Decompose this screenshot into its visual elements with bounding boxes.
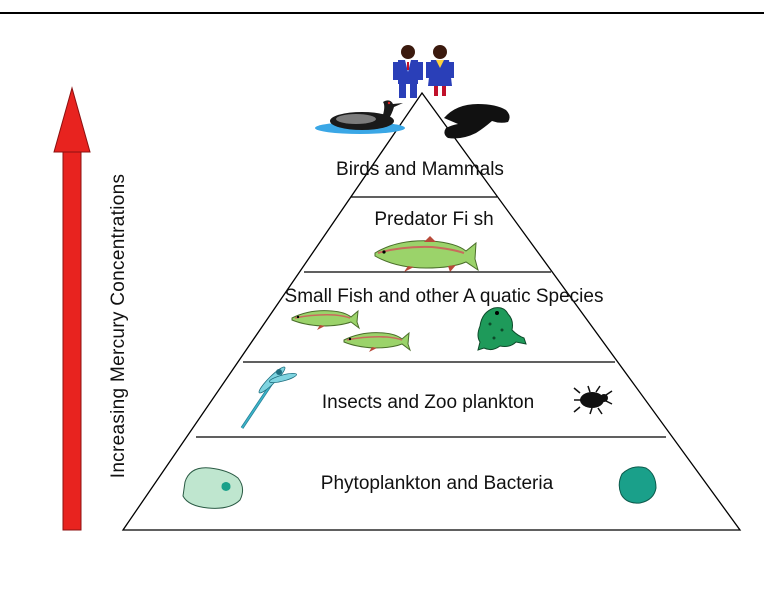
otter-icon: [444, 104, 510, 138]
level-label-insects: Insects and Zoo plankton: [322, 392, 534, 413]
level-label-small-fish: Small Fish and other A quatic Species: [285, 286, 604, 307]
concentration-axis-label: Increasing Mercury Concentrations: [108, 174, 129, 479]
level-label-predator-fish: Predator Fi sh: [374, 209, 493, 230]
loon-icon: [315, 100, 405, 134]
humans-icon: [393, 45, 454, 98]
concentration-arrow: [54, 88, 90, 530]
level-label-birds-mammals: Birds and Mammals: [336, 159, 504, 180]
bacteria-icon: [619, 467, 656, 503]
level-label-phytoplankton: Phytoplankton and Bacteria: [321, 473, 554, 494]
